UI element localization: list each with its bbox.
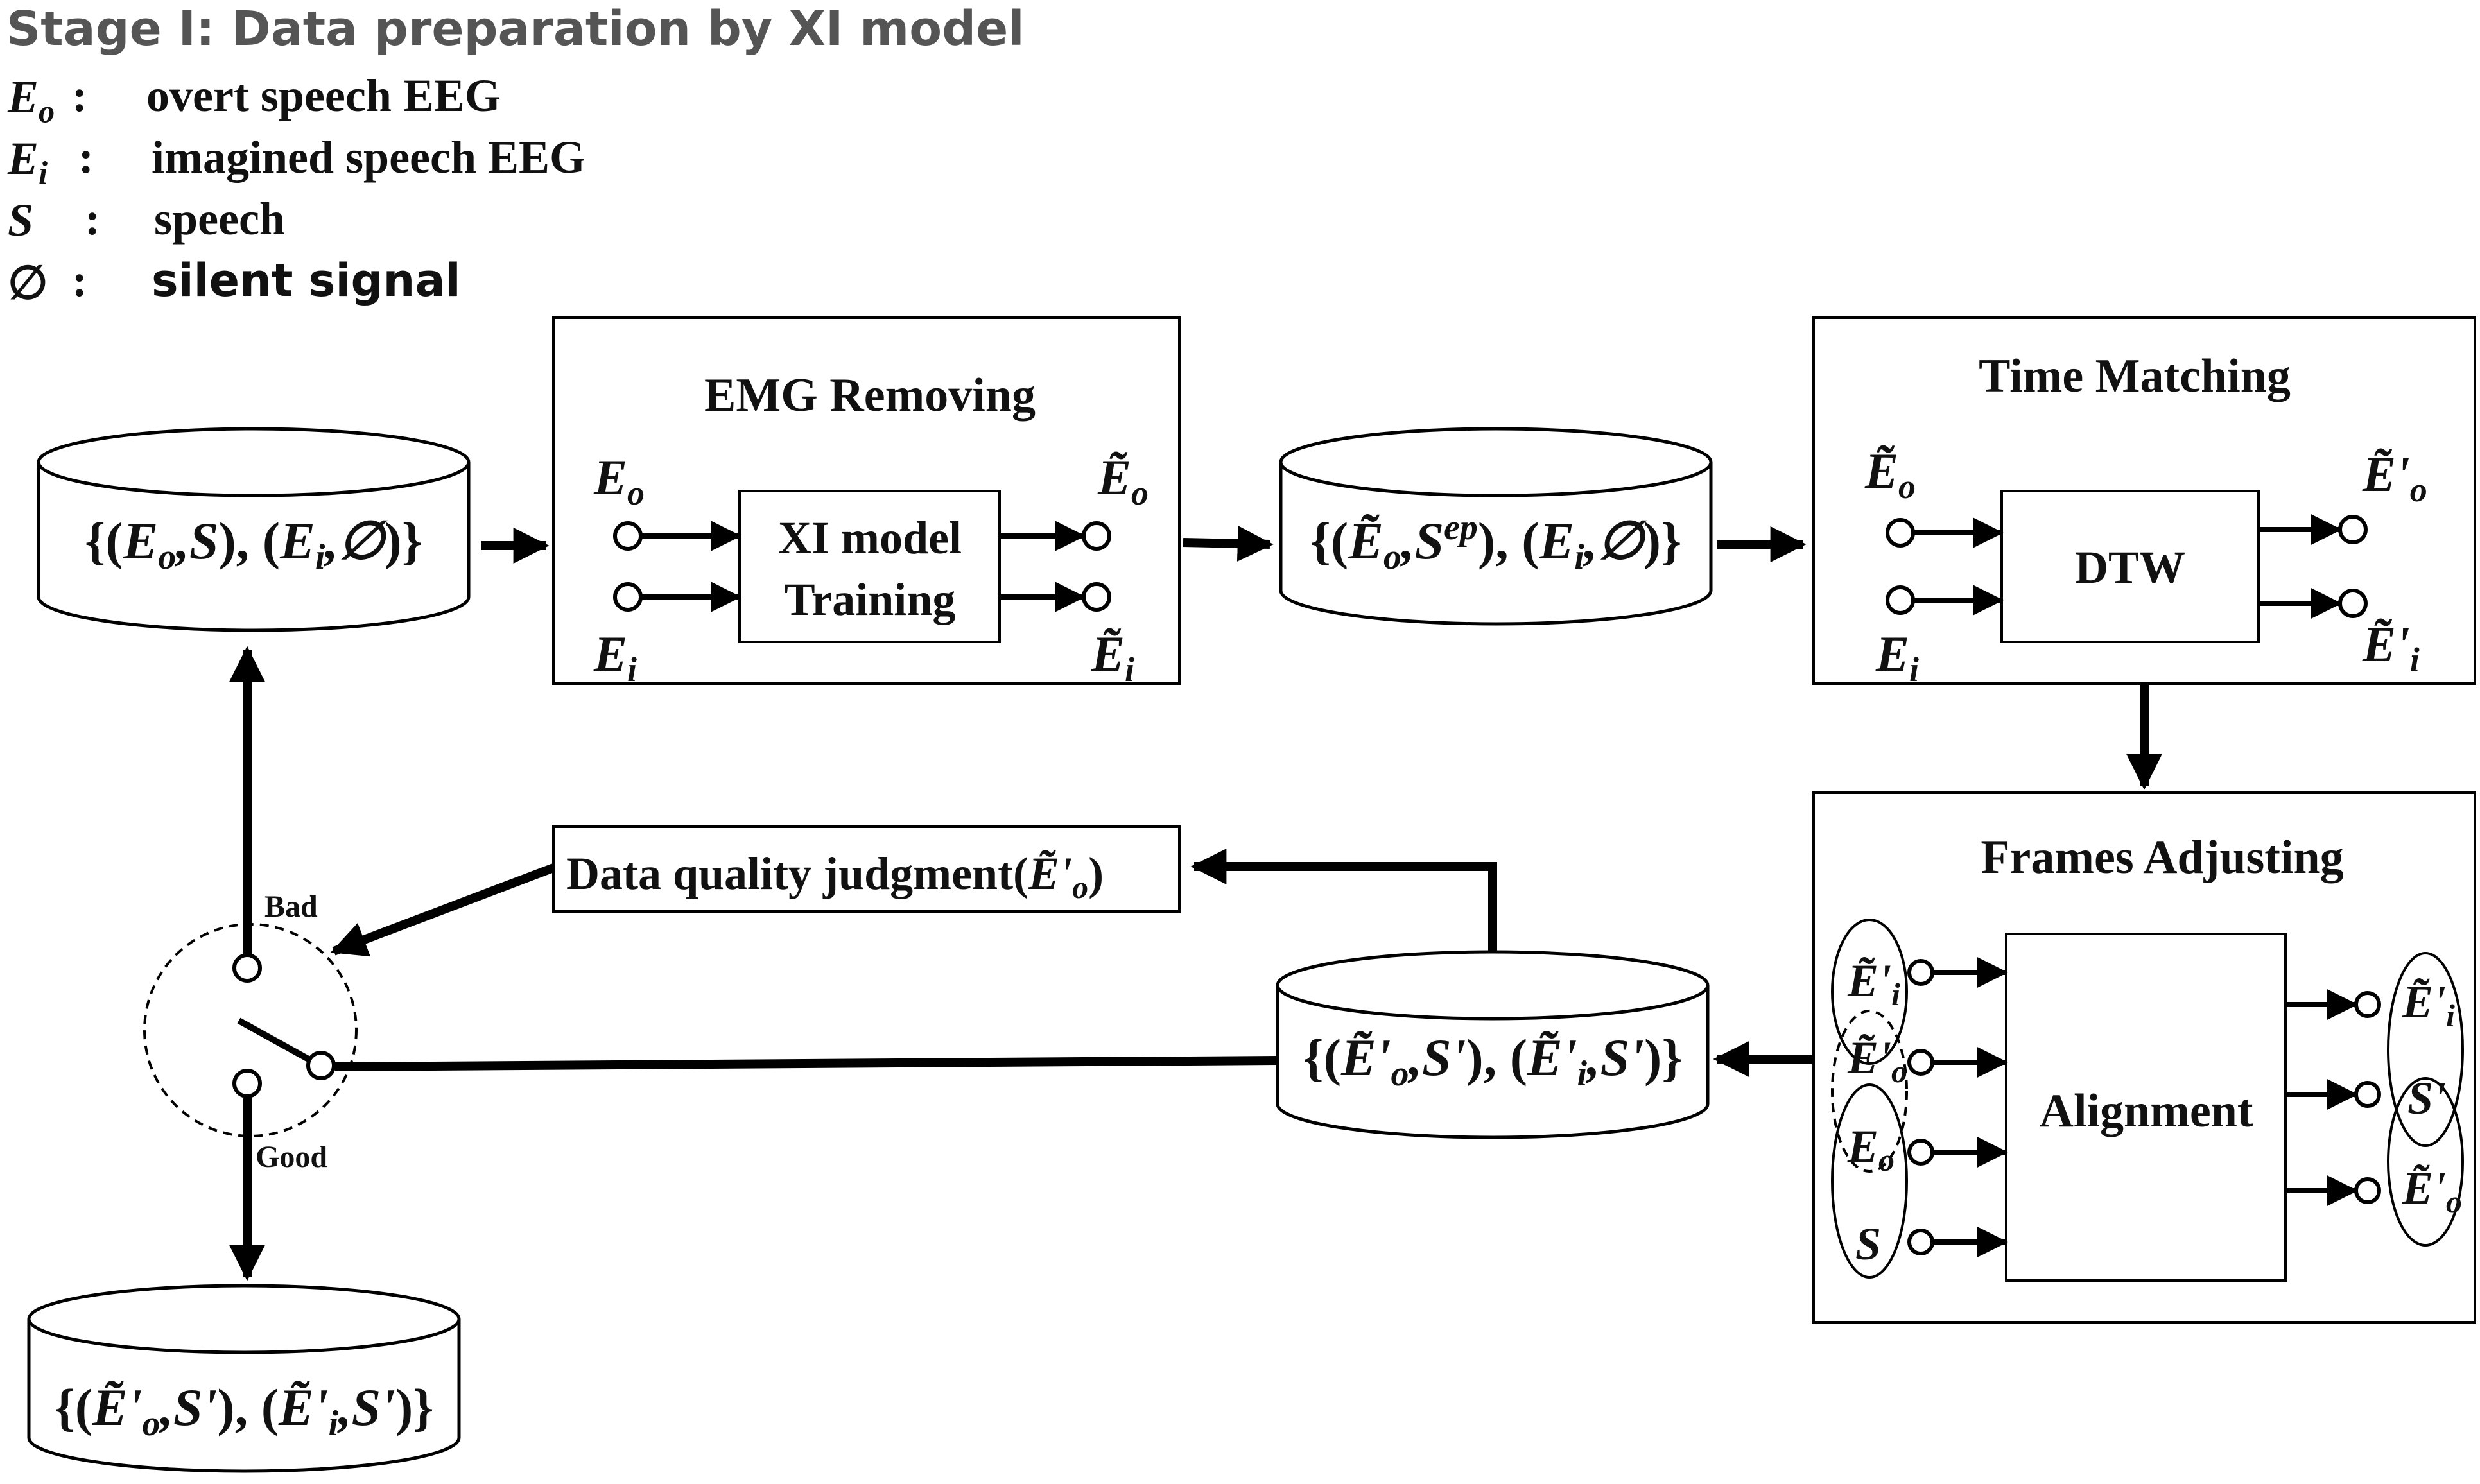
tm-ports [1886, 515, 2368, 618]
fa-input-ports [1907, 959, 1934, 1255]
fa-output-ports [2354, 991, 2381, 1204]
fa-output-arrows [2285, 989, 2358, 1206]
switch-lever [237, 1017, 313, 1064]
legend-colon: : [78, 132, 94, 183]
emg-arrows [641, 521, 1086, 612]
legend-symbol-s: S [8, 194, 34, 246]
flow-arrows [229, 525, 2162, 1281]
xi-model-training-box [738, 490, 1001, 643]
stage-title: Stage I: Data preparation by XI model [6, 1, 1025, 56]
fa-output-ei-prime: Ẽ'i [2402, 976, 2455, 1033]
database-emg-removed [1279, 427, 1713, 626]
emg-input-ports [613, 521, 1111, 612]
legend-colon: : [72, 255, 87, 306]
tm-arrows [1913, 514, 2342, 619]
switch-bad-label: Bad [264, 890, 318, 924]
database-aligned-label: {(Ẽ'o,S'), (Ẽ'i,S')} [1303, 1028, 1682, 1094]
alignment-label: Alignment [2040, 1085, 2253, 1137]
emg-output-ei-tilde: Ẽi [1091, 626, 1134, 689]
database-aligned [1276, 950, 1710, 1139]
emg-removing-block [552, 316, 1181, 685]
emg-removing-title: EMG Removing [704, 369, 1036, 422]
legend-text-imagined: imagined speech EEG [152, 132, 586, 183]
fa-output-eo-prime: Ẽ'o [2402, 1162, 2462, 1220]
tm-input-ei: Ei [1875, 626, 1919, 689]
database-emg-removed-label: {(Ẽo,Sep), (Ei,∅)} [1310, 508, 1682, 577]
training-label: Training [785, 574, 956, 625]
legend-symbol-empty: ∅ [8, 257, 48, 309]
legend-symbol-ei: Ei [8, 133, 48, 191]
emg-output-eo-tilde: Ẽo [1097, 449, 1149, 512]
database-final [27, 1284, 461, 1473]
switch-good-label: Good [256, 1140, 327, 1174]
fa-input-ei-prime: Ẽ'i [1847, 955, 1900, 1012]
fa-left-groups [1831, 919, 1908, 1279]
emg-input-eo: Eo [593, 449, 645, 512]
quality-judgment-label: Data quality judgment(Ẽ'o) [566, 848, 1104, 905]
tm-input-eo-tilde: Ẽo [1864, 443, 1916, 506]
legend-symbol-eo: Eo [8, 71, 55, 130]
legend-text-overt: overt speech EEG [146, 70, 501, 121]
time-matching-title: Time Matching [1979, 350, 2291, 402]
fa-input-eo: Eo [1847, 1121, 1895, 1178]
database-final-label: {(Ẽ'o,S'), (Ẽ'i,S')} [54, 1378, 433, 1444]
dtw-box [2000, 490, 2260, 643]
quality-judgment-box [552, 825, 1181, 913]
tm-output-eo-prime: Ẽ'o [2362, 446, 2427, 509]
emg-input-ei: Ei [593, 626, 637, 689]
tm-output-ei-prime: Ẽ'i [2362, 616, 2420, 679]
database-initial [37, 427, 471, 632]
legend-colon: : [85, 193, 100, 245]
fa-output-s-prime: S' [2407, 1073, 2446, 1124]
fa-right-groups [2387, 952, 2464, 1247]
fa-input-arrows [1932, 957, 2008, 1257]
database-initial-label: {(Eo,S), (Ei,∅)} [85, 512, 422, 577]
xi-model-label: XI model [778, 512, 962, 564]
legend-colon: : [72, 70, 87, 121]
fa-input-s: S [1855, 1218, 1881, 1270]
frames-adjusting-title: Frames Adjusting [1981, 831, 2343, 884]
legend-text-silent: silent signal [152, 254, 461, 307]
alignment-box [2005, 933, 2287, 1282]
legend-text-speech: speech [154, 193, 285, 245]
dtw-label: DTW [2075, 542, 2185, 593]
